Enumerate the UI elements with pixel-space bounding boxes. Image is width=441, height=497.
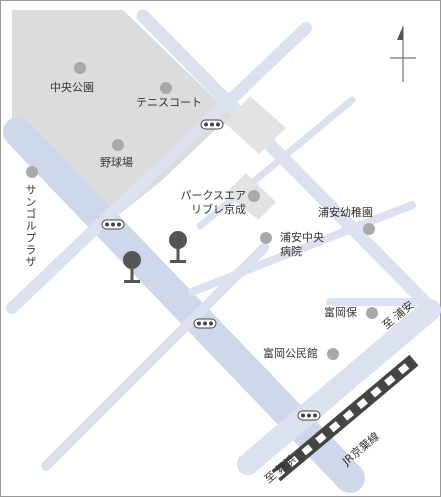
traffic-signal-icon [193,318,217,329]
label-park-square-line1: パークスエア [180,189,246,202]
poi-dot-hall [327,348,339,360]
road-cross-4 [196,96,356,230]
poi-dot-baseball [112,139,124,151]
poi-dot-sun-golf [26,166,38,178]
railway-line-icon [271,354,419,482]
road-lower-right [237,299,441,475]
label-hospital: 浦安中央 病院 [280,231,324,259]
label-park-square: パークスエア リブレ京成 [174,189,246,217]
block-upper [225,96,286,154]
road-cross-1 [6,22,312,314]
road-network [3,9,441,493]
poi-dot-kindergarten [363,223,375,235]
poi-dots [26,62,378,360]
bus-stop-marker-icon [123,251,141,283]
label-chuo-park: 中央公園 [50,81,94,94]
label-sun-golf-plaza: サンゴルプラザ [24,184,37,268]
poi-dot-nursery [366,307,378,319]
label-community-hall: 富岡公民館 [263,347,318,360]
road-cross-2 [41,243,269,471]
poi-dot-hospital [260,232,272,244]
label-park-square-line2: リブレ京成 [191,203,246,216]
label-nursery: 富岡保 [324,306,357,319]
poi-dot-chuo-park [74,62,86,74]
label-tennis-court: テニスコート [136,96,202,109]
traffic-signal-icon [200,119,224,130]
label-hospital-line2: 病院 [280,245,302,258]
bus-stop-marker-icon [169,231,187,263]
road-cross-3 [188,201,416,296]
label-baseball-field: 野球場 [100,156,133,169]
traffic-signal-icon [101,219,125,230]
label-kindergarten: 浦安幼稚園 [318,206,373,219]
label-hospital-line1: 浦安中央 [280,231,324,244]
poi-dot-tennis [160,82,172,94]
poi-dot-park-square [248,190,260,202]
traffic-signal-icon [297,410,321,421]
north-arrow-icon [390,26,416,82]
